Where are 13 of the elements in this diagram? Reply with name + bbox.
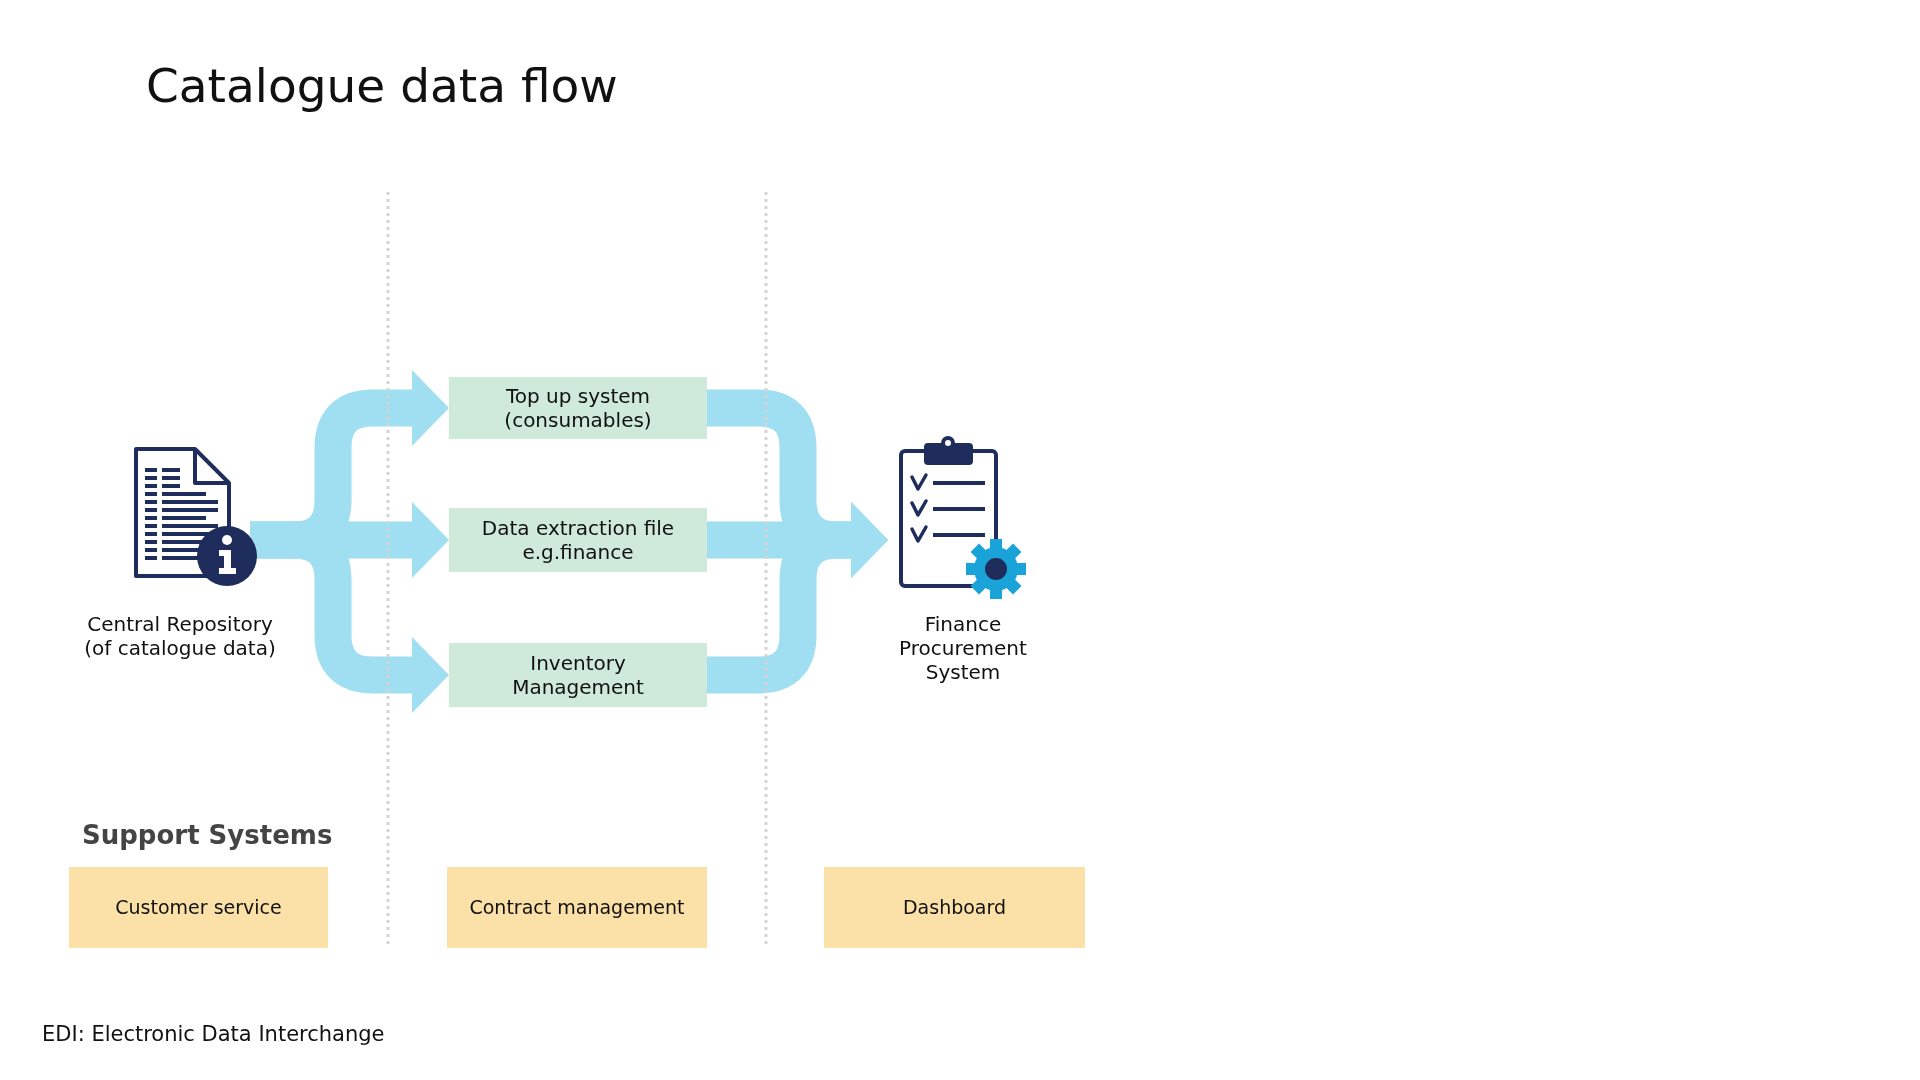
support-box: Customer service	[69, 867, 328, 948]
process-box: Inventory Management	[449, 643, 707, 707]
process-box: Top up system (consumables)	[449, 377, 707, 439]
footnote: EDI: Electronic Data Interchange	[42, 1022, 385, 1046]
process-box: Data extraction file e.g.finance	[449, 508, 707, 572]
diagram-title: Catalogue data flow	[146, 58, 618, 113]
section-heading: Support Systems	[82, 820, 333, 850]
node-label: Finance Procurement System	[898, 612, 1028, 684]
support-box: Contract management	[447, 867, 707, 948]
flow-arrow	[250, 521, 449, 713]
support-box: Dashboard	[824, 867, 1085, 948]
node-label: Central Repository (of catalogue data)	[83, 612, 277, 660]
flow-arrow	[707, 502, 888, 694]
